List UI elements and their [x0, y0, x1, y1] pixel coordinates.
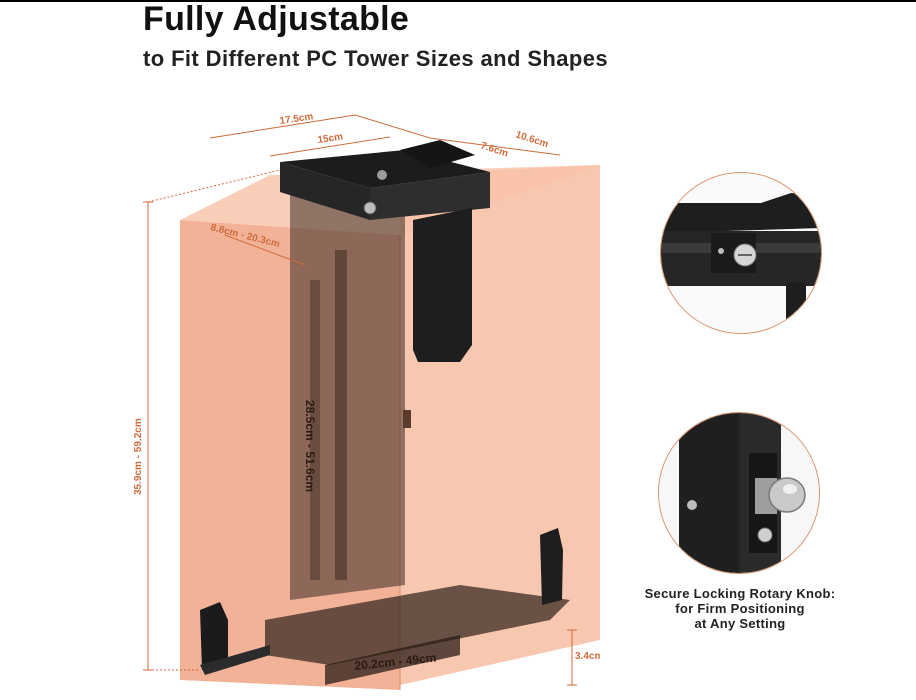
zoom-detail-knob [658, 412, 820, 574]
dim-top-depth: 7.6cm [479, 140, 509, 159]
bracket-vertical-plate [290, 195, 405, 600]
page-subtitle: to Fit Different PC Tower Sizes and Shap… [143, 46, 609, 71]
side-arm [413, 208, 472, 362]
base-left-lip [200, 602, 228, 670]
dim-top-depth-outer: 10.6cm [514, 129, 550, 150]
top-border [0, 0, 916, 2]
top-mount-tab [400, 140, 475, 168]
zoom-detail-slider [660, 172, 822, 334]
dimension-lines [143, 114, 577, 686]
product-illustration: 17.5cm 15cm 7.6cm 10.6cm 8.8cm - 20.3cm … [133, 111, 600, 690]
dim-top-outer: 17.5cm [279, 111, 314, 127]
base-tray [265, 585, 570, 665]
dim-inner-height: 28.5cm - 51.6cm [303, 400, 317, 492]
caption-line-1: Secure Locking Rotary Knob: [644, 586, 836, 601]
dim-top-inner: 15cm [317, 132, 344, 146]
knob-caption: Secure Locking Rotary Knob: for Firm Pos… [630, 586, 850, 631]
caption-line-2: for Firm Positioning [675, 601, 805, 616]
dim-overall-height: 35.9cm - 59.2cm [133, 418, 144, 495]
base-right-lip [540, 528, 563, 605]
caption-line-3: at Any Setting [694, 616, 786, 631]
slider-detail-illustration [661, 173, 821, 333]
page-title: Fully Adjustable [143, 0, 410, 38]
knob-detail-illustration [659, 413, 819, 573]
dim-base-lip: 3.4cm [575, 651, 600, 662]
